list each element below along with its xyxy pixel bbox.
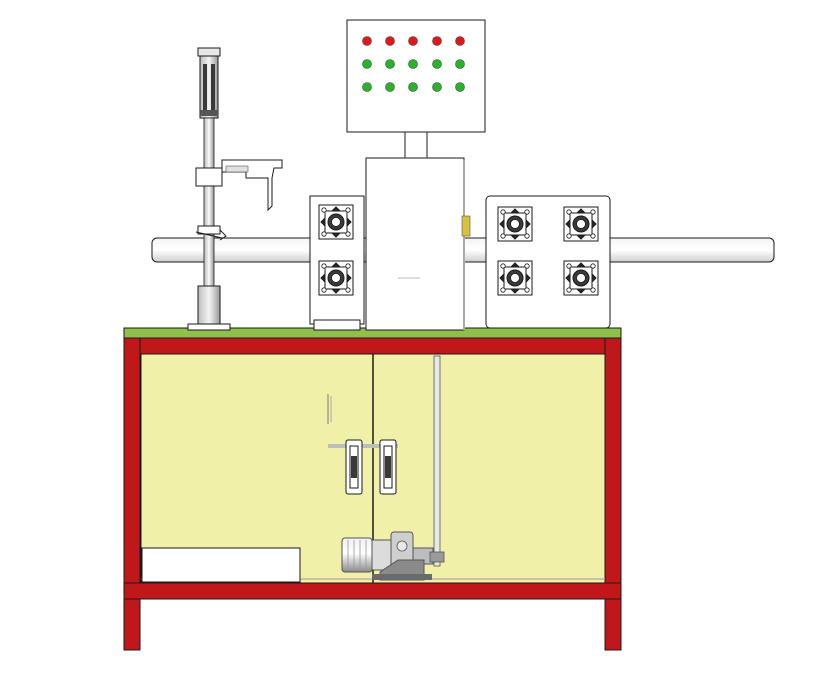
gear-motor [341, 531, 445, 581]
storage-box [141, 547, 301, 583]
frame-bottom-rail [123, 582, 622, 600]
indicator-lamp-green [455, 59, 465, 69]
clamp-block [195, 167, 223, 187]
indicator-lamp-red [362, 36, 372, 46]
cabinet [140, 353, 606, 584]
indicator-lamp-green [432, 82, 442, 92]
flange-bearing [497, 260, 533, 296]
indicator-lamp-red [408, 36, 418, 46]
flange-bearing [318, 204, 354, 240]
center-column [365, 131, 471, 331]
indicator-lamp-green [362, 82, 372, 92]
guide-post-assembly [187, 47, 283, 331]
door-handle-left [345, 439, 363, 495]
indicator-lamp-green [408, 82, 418, 92]
indicator-lamp-red [432, 36, 442, 46]
indicator-lamp-red [455, 36, 465, 46]
column-base-housing [365, 157, 465, 331]
panel-support [404, 131, 428, 159]
drive-rod [433, 355, 441, 567]
table-frame [123, 327, 622, 651]
flange-bearing [318, 260, 354, 296]
flange-bearing [563, 206, 599, 242]
frame-right-leg [604, 337, 622, 651]
flange-bearing [563, 260, 599, 296]
indicator-lamp-green [455, 82, 465, 92]
bearing-housing-right [485, 195, 611, 329]
frame-top-rail [123, 337, 622, 355]
indicator-lamp-green [408, 59, 418, 69]
door-left [140, 353, 374, 584]
door-label-plate [327, 394, 332, 424]
bearing-housing-left [309, 195, 365, 331]
indicator-lamp-green [385, 82, 395, 92]
indicator-lamp-green [432, 59, 442, 69]
frame-left-leg [123, 337, 141, 651]
flange-bearing [497, 206, 533, 242]
indicator-lamp-green [362, 59, 372, 69]
control-panel [346, 19, 486, 133]
post-base-plate [187, 323, 231, 331]
indicator-lamp-green [385, 59, 395, 69]
indicator-lamps [362, 36, 465, 92]
door-handle-right [379, 439, 397, 495]
indicator-lamp-red [385, 36, 395, 46]
